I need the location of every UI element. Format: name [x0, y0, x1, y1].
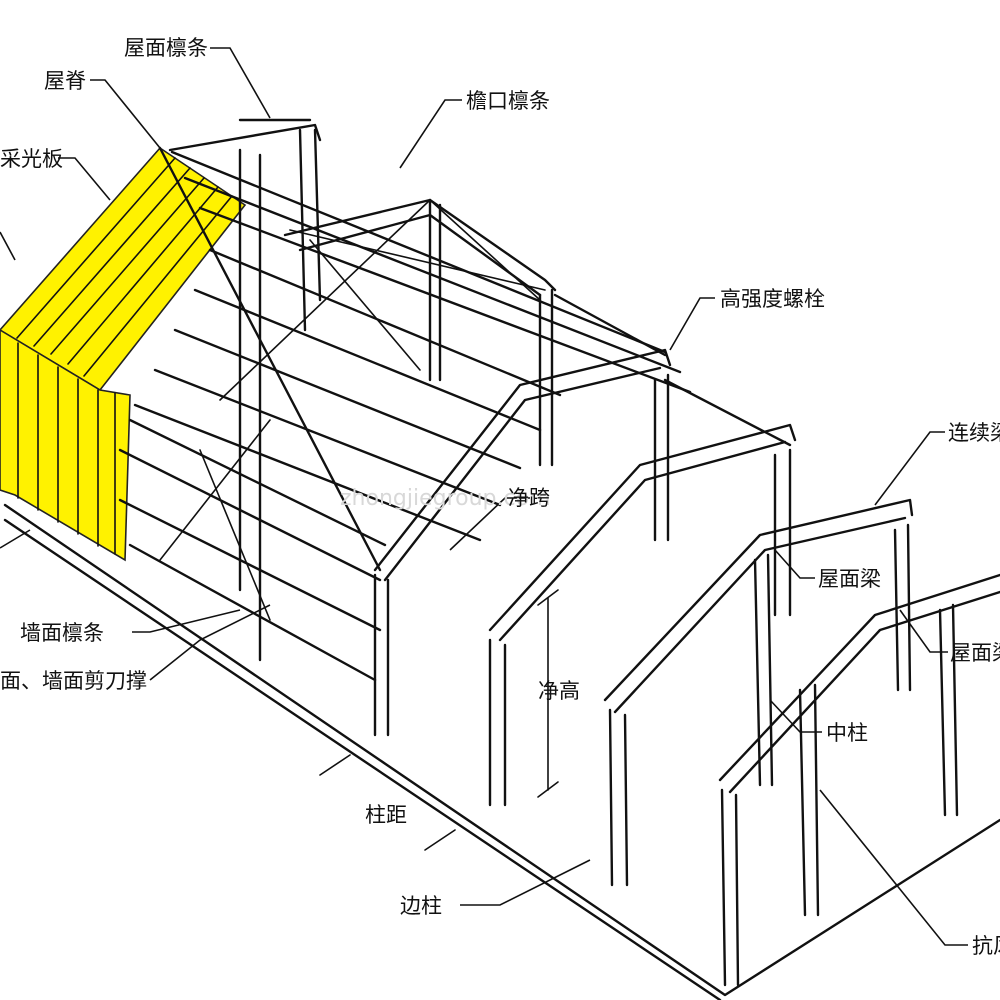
cladding-panels [0, 146, 247, 562]
label-wind-column: 抗风柱 [972, 934, 1000, 958]
label-roof-beam-1: 屋面梁 [818, 567, 881, 591]
label-clear-span: 净跨 [508, 486, 550, 510]
label-middle-column: 中柱 [826, 721, 868, 745]
wall-purlins [118, 418, 387, 682]
label-eave-purlin: 檐口檩条 [466, 89, 550, 113]
label-roof-beam-2: 屋面梁 [950, 641, 1000, 665]
label-bracing: 面、墙面剪刀撑 [0, 669, 147, 693]
label-wall-purlin: 墙面檩条 [20, 621, 104, 645]
gable-frame [158, 123, 382, 662]
label-ridge: 屋脊 [44, 69, 86, 93]
rigid-frames [283, 198, 1000, 987]
label-skylight: 采光板 [0, 147, 63, 171]
label-edge-column: 边柱 [400, 894, 442, 918]
cross-bracing [159, 199, 546, 621]
wall-cladding-ribs [17, 342, 116, 555]
leader-lines [0, 47, 968, 946]
roof-purlins [133, 118, 692, 542]
labels: 屋面檩条 屋脊 采光板 檐口檩条 高强度螺栓 连续梁 净跨 屋面梁 屋面梁 墙面… [0, 36, 1000, 958]
label-roof-purlin: 屋面檩条 [124, 36, 208, 60]
label-hs-bolt: 高强度螺栓 [720, 287, 825, 311]
label-continuous-beam: 连续梁 [948, 421, 1000, 445]
dimension-marks [319, 589, 559, 851]
label-column-spacing: 柱距 [365, 803, 407, 827]
watermark-text: zhongjiegroup.com [340, 486, 551, 511]
roof-cladding-ribs [16, 157, 233, 377]
ground-slab [3, 503, 1000, 1000]
label-clear-height: 净高 [538, 679, 580, 703]
